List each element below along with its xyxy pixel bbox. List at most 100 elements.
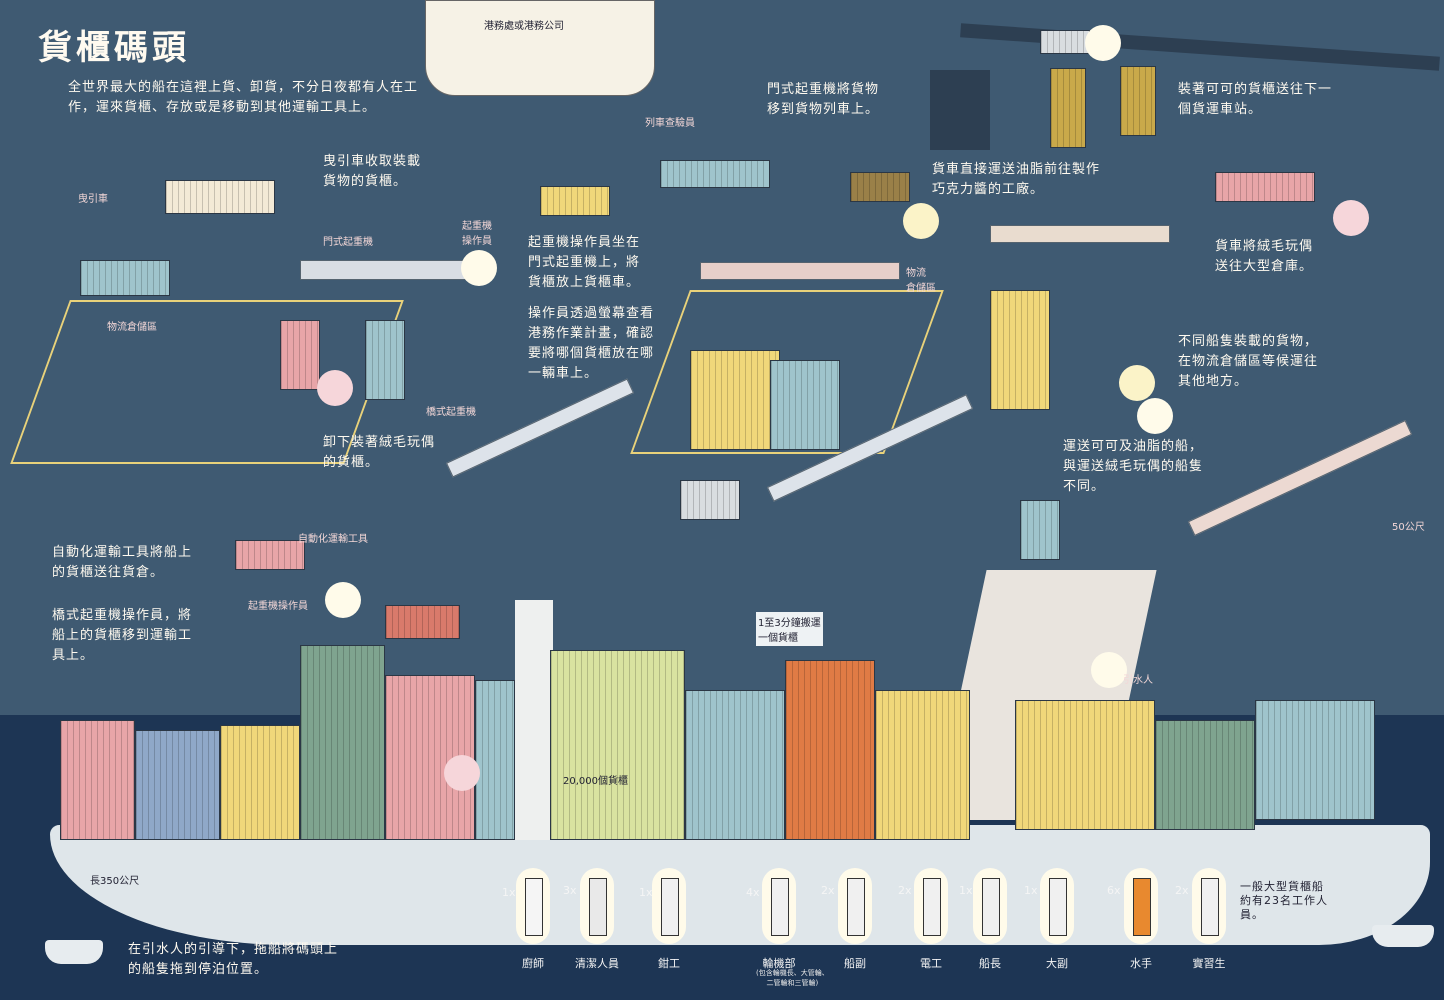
crew-figure-intern: [1192, 868, 1226, 944]
ship-container-stack: [1015, 700, 1155, 830]
ship-container-stack: [1155, 720, 1255, 830]
crew-count: 2x: [898, 884, 912, 897]
gantry-crane-middle: [700, 262, 900, 280]
note-automated: 自動化運輸工具將船上 的貨櫃送往貨倉。: [52, 545, 193, 580]
crew-count: 4x: [746, 886, 760, 899]
crew-role: 清潔人員: [575, 957, 619, 970]
container: [1040, 30, 1090, 54]
ship-bridge-tower: [515, 600, 553, 840]
note-unload-toys: 卸下裝著絨毛玩偶 的貨櫃。: [323, 435, 436, 470]
ship-container-stack: [550, 650, 685, 840]
ship-container-stack: [475, 680, 515, 840]
crew-count: 2x: [1175, 884, 1189, 897]
label-bridge-crane: 橋式起重機: [426, 407, 476, 418]
label-train-inspector: 列車查驗員: [645, 118, 695, 129]
ship-container-stack: [685, 690, 785, 840]
container-stack: [990, 290, 1050, 410]
crew-role: 鉗工: [658, 957, 680, 970]
container: [165, 180, 275, 214]
container-stack: [690, 350, 780, 450]
crew-count: 1x: [502, 886, 516, 899]
container: [80, 260, 170, 296]
crew-role-sub: (包含輪機長、大管輪、 二管輪和三管輪): [756, 969, 829, 987]
crew-figure-mate: [838, 868, 872, 944]
container: [680, 480, 740, 520]
container: [280, 320, 320, 390]
container: [1120, 66, 1156, 136]
label-length-350m: 長350公尺: [90, 876, 140, 887]
container: [1050, 68, 1086, 148]
label-rate-note: 1至3分鐘搬運 一個貨櫃: [756, 612, 823, 646]
crew-figure-sailor: [1124, 868, 1158, 944]
page-title: 貨櫃碼頭: [38, 28, 190, 68]
crew-role: 廚師: [522, 957, 544, 970]
crew-role: 實習生: [1192, 957, 1226, 970]
note-different-ships: 運送可可及油脂的船， 與運送絨毛玩偶的船隻 不同。: [1063, 439, 1204, 494]
bridge-crane-3: [1187, 420, 1413, 536]
note-cocoa-to-station: 裝著可可的貨櫃送往下一 個貨運車站。: [1178, 82, 1333, 117]
label-crane-operator-bottom: 起重機操作員: [248, 601, 308, 612]
crew-count: 1x: [959, 884, 973, 897]
container: [365, 320, 405, 400]
note-tugboat: 在引水人的引導下，拖船將碼頭上 的船隻拖到停泊位置。: [128, 942, 339, 977]
crew-count: 2x: [821, 884, 835, 897]
crew-figure-captain: [973, 868, 1007, 944]
note-operator-screen: 操作員透過螢幕查看 港務作業計畫，確認 要將哪個貨櫃放在哪 一輛車上。: [528, 306, 655, 381]
crew-figure-cleaner: [580, 868, 614, 944]
crew-figure-electrician: [914, 868, 948, 944]
oil-drop-icon: [903, 203, 939, 239]
ship-container-stack: [300, 645, 385, 840]
crew-role: 水手: [1130, 957, 1152, 970]
ship-container-stack: [1255, 700, 1375, 820]
port-office-label: 港務處或港務公司: [484, 21, 564, 32]
crew-count: 6x: [1107, 884, 1121, 897]
label-height-50m: 50公尺: [1392, 522, 1425, 533]
note-operator-gantry: 起重機操作員坐在 門式起重機上，將 貨櫃放上貨櫃車。: [528, 235, 641, 290]
note-bridge-operator: 橋式起重機操作員，將 船上的貨櫃移到運輸工 具上。: [52, 608, 193, 663]
crew-count: 1x: [1024, 884, 1038, 897]
note-crew-total: 一般大型貨櫃船 約有23名工作人 員。: [1240, 880, 1328, 921]
gantry-crane-left: [300, 260, 480, 280]
rail-track: [930, 70, 990, 150]
crew-count: 3x: [563, 884, 577, 897]
label-gantry-crane: 門式起重機: [323, 237, 373, 248]
crew-role: 大副: [1046, 957, 1068, 970]
crane-operator-icon: [461, 250, 497, 286]
note-tractor-collect: 曳引車收取裝載 貨物的貨櫃。: [323, 154, 422, 189]
crane-operator-icon: [325, 582, 361, 618]
container: [660, 160, 770, 188]
label-containers-20000: 20,000個貨櫃: [563, 776, 628, 787]
label-crane-operator-top: 起重機 操作員: [462, 221, 492, 247]
note-truck-to-factory: 貨車直接運送油脂前往製作 巧克力醬的工廠。: [932, 162, 1101, 197]
note-truck-to-warehouse: 貨車將絨毛玩偶 送往大型倉庫。: [1215, 239, 1314, 274]
crew-role: 船副: [844, 957, 866, 970]
cocoa-bean-icon: [1137, 398, 1173, 434]
port-office-building: 港務處或港務公司: [425, 0, 655, 96]
container: [850, 172, 910, 202]
container: [540, 186, 610, 216]
label-tractor: 曳引車: [78, 194, 108, 205]
plush-toy-icon: [1333, 200, 1369, 236]
pilot-icon: [1091, 652, 1127, 688]
note-gantry-to-train: 門式起重機將貨物 移到貨物列車上。: [767, 82, 880, 117]
gantry-crane-right: [990, 225, 1170, 243]
crew-count: 1x: [639, 886, 653, 899]
note-waiting-yard: 不同船隻裝載的貨物， 在物流倉儲區等候運往 其他地方。: [1178, 334, 1319, 389]
hoisted-container: [385, 605, 460, 639]
crew-role: 船長: [979, 957, 1001, 970]
crew-figure-fitter: [652, 868, 686, 944]
ship-container-stack: [875, 690, 970, 840]
ship-container-stack: [60, 720, 135, 840]
plush-toy-icon: [317, 370, 353, 406]
tugboat-left: [45, 940, 103, 964]
ship-container-stack: [785, 660, 875, 840]
container: [1215, 172, 1315, 202]
crew-role: 電工: [920, 957, 942, 970]
crew-figure-cook: [516, 868, 550, 944]
bridge-crane-1: [445, 378, 635, 478]
intro-text: 全世界最大的船在這裡上貨、卸貨，不分日夜都有人在工 作，運來貨櫃、存放或是移動到…: [68, 80, 419, 115]
crew-role: 輪機部: [762, 957, 796, 970]
ship-container-stack: [220, 725, 300, 840]
rail-track: [960, 23, 1440, 71]
crew-figure-engine-dept: [762, 868, 796, 944]
